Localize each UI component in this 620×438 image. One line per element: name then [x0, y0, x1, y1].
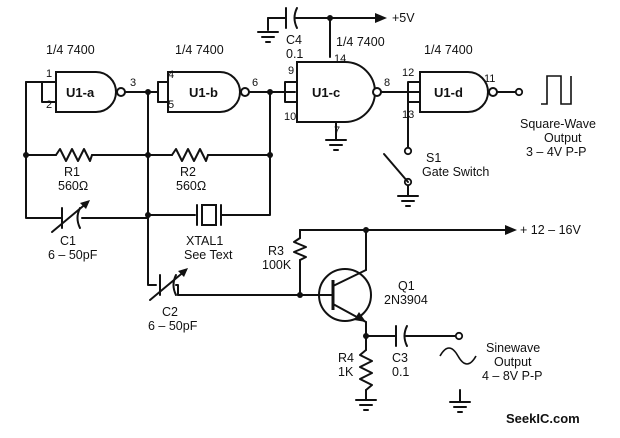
c1-name: C1: [60, 234, 76, 248]
arrows: [375, 13, 517, 235]
c2-name: C2: [162, 305, 178, 319]
plus5v-arrow-icon: [375, 13, 387, 23]
nand-gate-u1c: [296, 61, 382, 123]
plus12v-arrow-icon: [505, 225, 517, 235]
xtal1-crystal-symbol: [196, 204, 231, 226]
u1c-type-label: 1/4 7400: [336, 35, 385, 49]
u1a-pin1: 1: [46, 68, 52, 80]
r1-value: 560Ω: [58, 179, 88, 193]
plus12v-label: + 12 – 16V: [520, 223, 581, 237]
r4-name: R4: [338, 351, 354, 365]
u1d-pin13: 13: [402, 109, 414, 121]
c4-value: 0.1: [286, 47, 303, 61]
square-wave-icon: [541, 75, 572, 105]
square-output-line2: Output: [544, 131, 582, 145]
u1a-type-label: 1/4 7400: [46, 43, 95, 57]
r1-name: R1: [64, 165, 80, 179]
r3-resistor-symbol: [293, 237, 307, 261]
u1d-pin12: 12: [402, 67, 414, 79]
r3-value: 100K: [262, 258, 292, 272]
q1-name: Q1: [398, 279, 415, 293]
u1b-pin4: 4: [168, 69, 174, 81]
s1-ground-icon: [397, 195, 419, 207]
nand-gate-u1b: [167, 71, 250, 113]
s1-gate-switch-symbol: [383, 153, 413, 187]
r2-resistor-symbol: [171, 148, 209, 162]
sine-output-ground-icon: [449, 401, 471, 413]
nand-gate-u1d: [419, 71, 498, 113]
sine-output-terminal: [454, 331, 464, 341]
nand-gate-u1a: [55, 71, 126, 113]
u1c-ground-icon: [325, 139, 347, 151]
r2-name: R2: [180, 165, 196, 179]
c3-value: 0.1: [392, 365, 409, 379]
u1d-type-label: 1/4 7400: [424, 43, 473, 57]
watermark: SeekIC.com: [506, 411, 580, 426]
u1d-name: U1-d: [434, 85, 463, 100]
sine-output-line2: Output: [494, 355, 532, 369]
u1a-name: U1-a: [66, 85, 95, 100]
sine-output-line1: Sinewave: [486, 341, 540, 355]
r4-ground-icon: [355, 399, 377, 411]
r1-resistor-symbol: [55, 148, 93, 162]
u1c-pin10: 10: [284, 111, 296, 123]
q1-value: 2N3904: [384, 293, 428, 307]
c1-variable-capacitor-symbol: [51, 200, 90, 233]
sine-wave-icon: [439, 347, 477, 365]
u1d-pin11: 11: [484, 73, 495, 85]
c2-variable-capacitor-symbol: [149, 268, 188, 301]
s1-name: S1: [426, 151, 441, 165]
labels: +5V C4 0.1 1/4 7400 1/4 7400 1/4 7400 1/…: [46, 11, 596, 426]
sine-output-line3: 4 – 8V P-P: [482, 369, 542, 383]
c1-value: 6 – 50pF: [48, 248, 98, 262]
c4-capacitor-symbol: [285, 7, 298, 29]
u1c-pin14: 14: [334, 53, 346, 65]
q1-transistor-symbol: [299, 268, 372, 323]
u1c-pin9: 9: [288, 65, 294, 77]
r4-resistor-symbol: [359, 349, 373, 391]
square-output-line1: Square-Wave: [520, 117, 596, 131]
u1c-pin8: 8: [384, 77, 390, 89]
c3-name: C3: [392, 351, 408, 365]
r2-value: 560Ω: [176, 179, 206, 193]
xtal1-name: XTAL1: [186, 234, 223, 248]
junction-dots: [23, 15, 369, 339]
u1b-type-label: 1/4 7400: [175, 43, 224, 57]
r3-name: R3: [268, 244, 284, 258]
u1c-name: U1-c: [312, 85, 340, 100]
square-output-terminal: [514, 87, 524, 97]
square-output-line3: 3 – 4V P-P: [526, 145, 586, 159]
c4-name: C4: [286, 33, 302, 47]
s1-value: Gate Switch: [422, 165, 489, 179]
r4-value: 1K: [338, 365, 354, 379]
u1b-name: U1-b: [189, 85, 218, 100]
plus5v-label: +5V: [392, 11, 415, 25]
s1-terminal: [403, 146, 413, 156]
u1a-pin3: 3: [130, 77, 136, 89]
c3-capacitor-symbol: [395, 325, 408, 347]
u1b-pin5: 5: [168, 99, 174, 111]
u1a-pin2: 2: [46, 99, 52, 111]
u1c-pin7: 7: [334, 125, 340, 137]
c2-value: 6 – 50pF: [148, 319, 198, 333]
u1b-pin6: 6: [252, 77, 258, 89]
xtal1-value: See Text: [184, 248, 233, 262]
terminals: [403, 87, 524, 341]
c4-ground-icon: [257, 31, 279, 43]
